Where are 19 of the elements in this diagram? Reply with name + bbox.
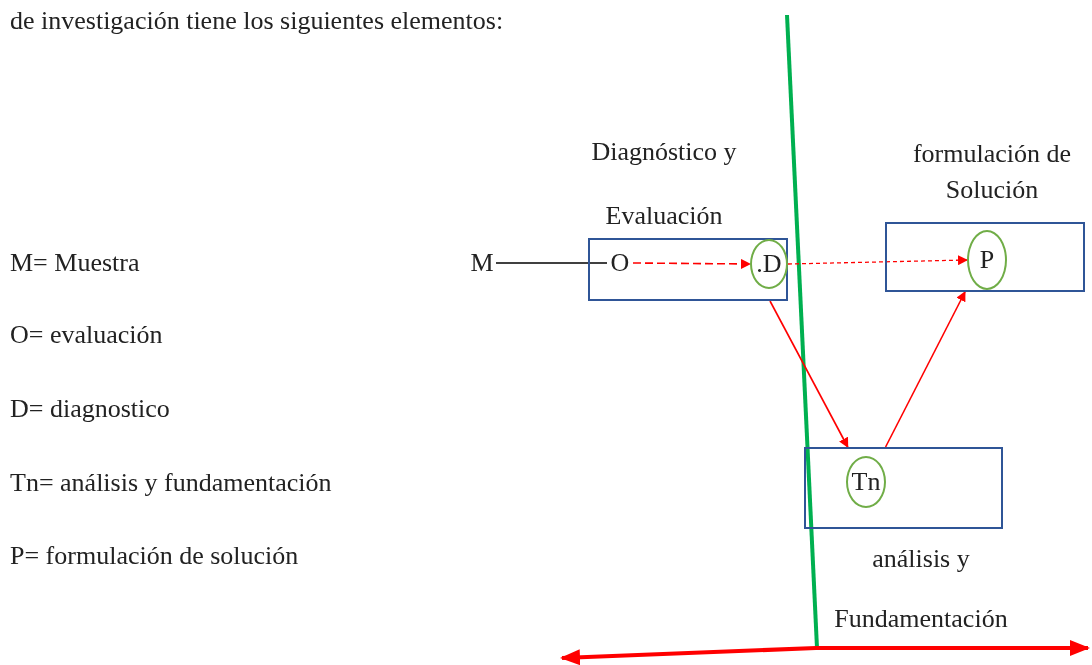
connector-line bbox=[495, 262, 608, 264]
legend-text: O= evaluación bbox=[10, 320, 163, 350]
legend-text: P= formulación de solución bbox=[10, 541, 299, 571]
box-heading: Diagnóstico y Evaluación bbox=[590, 136, 738, 232]
node-label: O bbox=[607, 246, 633, 280]
arrow bbox=[884, 291, 966, 448]
box-caption: análisis y Fundamentación bbox=[833, 543, 1009, 635]
box-heading: formulación de Solución bbox=[911, 138, 1073, 206]
legend-text: Tn= análisis y fundamentación bbox=[10, 468, 332, 498]
arrow bbox=[769, 300, 849, 448]
legend-text: D= diagnostico bbox=[10, 394, 170, 424]
arrow bbox=[787, 255, 968, 266]
ellipse-node: Tn bbox=[846, 456, 886, 508]
arrow bbox=[632, 258, 751, 269]
legend-text: de investigación tiene los siguientes elementos: bbox=[10, 6, 504, 36]
node-label: M bbox=[468, 246, 496, 280]
legend-text: M= Muestra bbox=[10, 248, 140, 278]
ellipse-node: P bbox=[967, 230, 1007, 290]
ellipse-node: .D bbox=[750, 239, 788, 289]
